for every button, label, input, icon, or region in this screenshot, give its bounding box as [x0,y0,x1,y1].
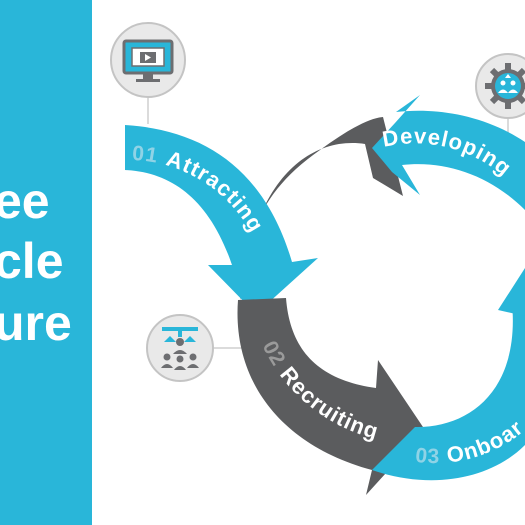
title-line-3: ure [0,295,72,351]
cycle-arrow-developing [372,95,525,210]
title-panel [0,0,92,525]
cycle-arrow-onboarding [372,300,525,481]
cycle-arrow-recruiting [237,298,425,495]
team-hierarchy-icon [146,314,214,382]
step-03-number: 03 [414,444,440,468]
title-line-2: cle [0,233,64,289]
title-line-1: ee [0,173,50,229]
cycle-arrow-onboarding-head [498,268,525,316]
video-monitor-icon [110,22,186,98]
gear-people-icon [475,53,525,119]
cycle-arrow-attracting [125,125,318,314]
